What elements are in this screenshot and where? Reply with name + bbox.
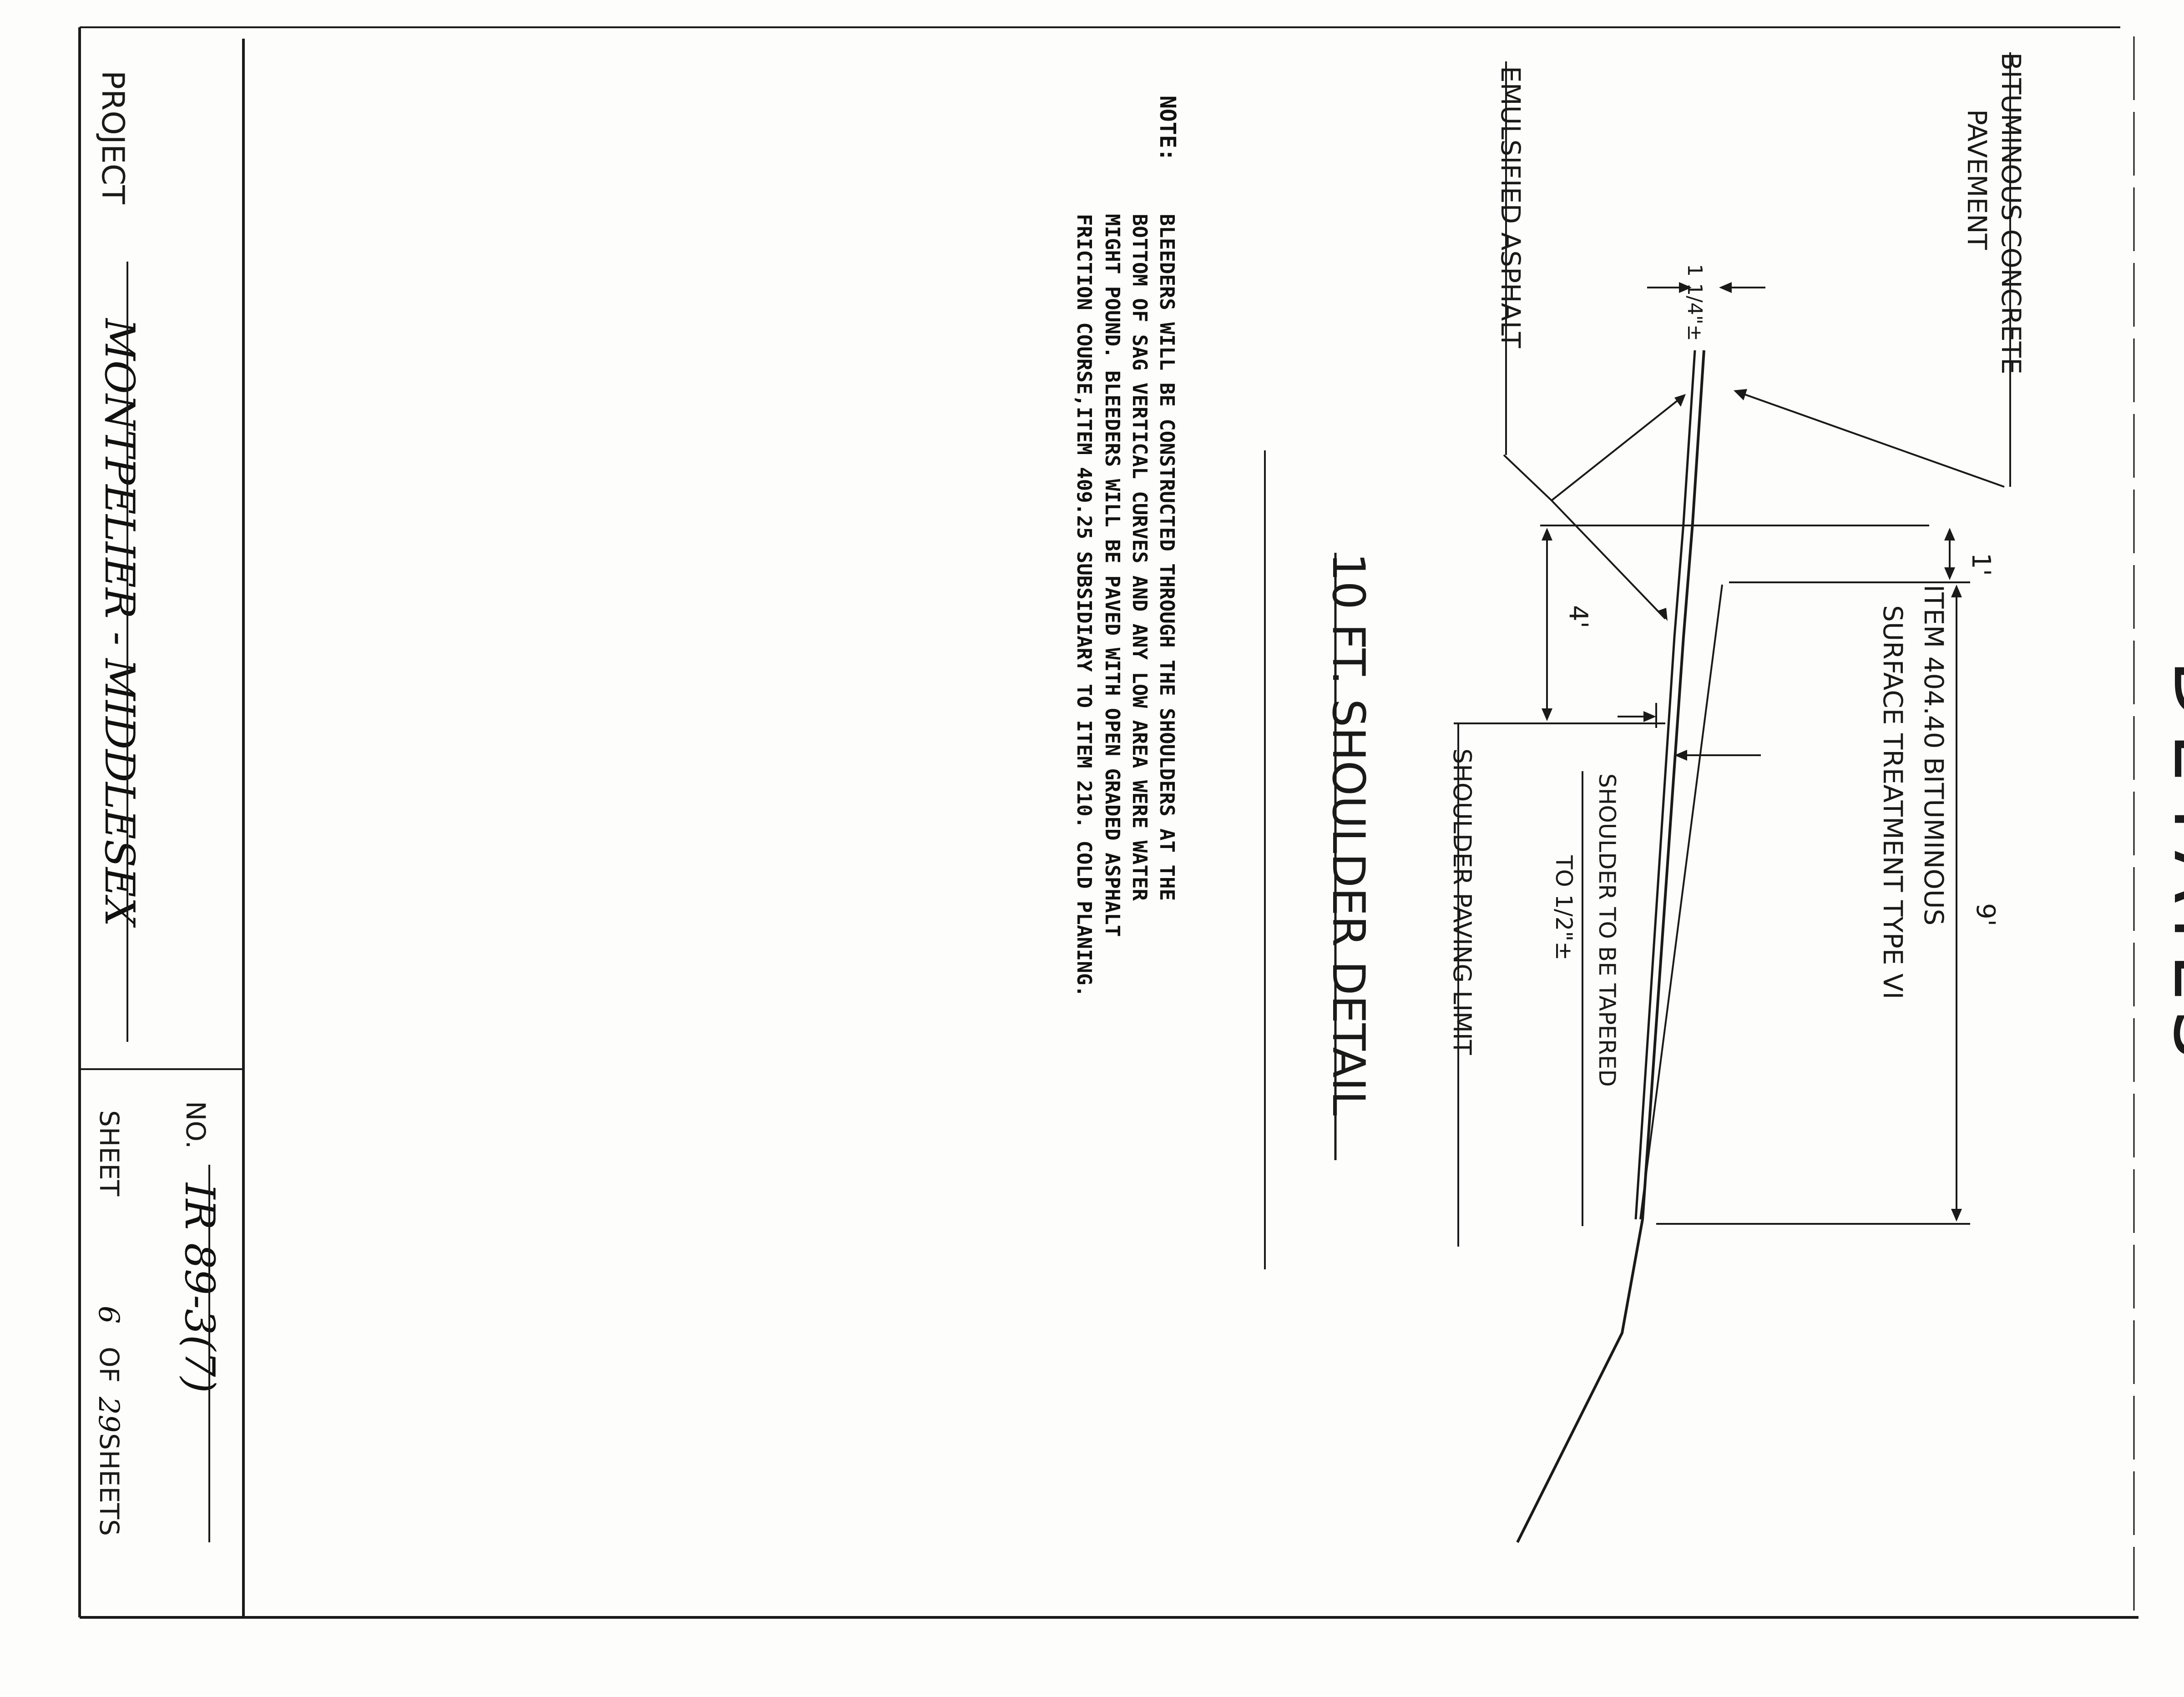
title-block: PROJECT MONTPELIER - MIDDLESEX NO. IR 89… bbox=[92, 71, 223, 1542]
of-label: OF bbox=[94, 1347, 125, 1383]
detail-title: 10 FT. SHOULDER DETAIL bbox=[1322, 553, 1374, 1116]
pavement-top-line bbox=[1516, 350, 1705, 1543]
dim-nine-ft: 9' bbox=[1971, 903, 2000, 926]
callout-labels: BITUMINOUS CONCRETE PAVEMENT EMULSIFIED … bbox=[1448, 52, 2027, 1247]
callout-bituminous-line2: PAVEMENT bbox=[1962, 109, 1992, 250]
dim-one-ft: 1' bbox=[1966, 553, 1996, 576]
callout-item-line1: ITEM 404.40 BITUMINOUS bbox=[1918, 585, 1949, 925]
pavement-bottom-line bbox=[1634, 350, 1696, 1220]
note-line-1: BLEEDERS WILL BE CONSTRUCTED THROUGH THE… bbox=[1155, 214, 1178, 901]
note-line-4: FRICTION COURSE,ITEM 409.25 SUBSIDIARY T… bbox=[1072, 214, 1096, 997]
project-label: PROJECT bbox=[95, 71, 131, 204]
callout-item-line2: SURFACE TREATMENT TYPE VI bbox=[1877, 605, 1908, 999]
sheet-title: DETAILS bbox=[2156, 660, 2184, 1073]
sheet-border bbox=[78, 26, 2138, 1619]
project-name: MONTPELIER - MIDDLESEX bbox=[96, 318, 143, 928]
sheet-number: 6 bbox=[92, 1306, 126, 1323]
note-line-3: MIGHT POUND. BLEEDERS WILL BE PAVED WITH… bbox=[1101, 214, 1124, 937]
project-number-label: NO. bbox=[180, 1101, 211, 1149]
project-number: IR 89-3(7) bbox=[176, 1182, 223, 1393]
callout-emulsified-asphalt: EMULSIFIED ASPHALT bbox=[1495, 66, 1526, 348]
callout-taper-line2: TO 1/2"± bbox=[1551, 855, 1577, 960]
surface-treatment-line bbox=[1639, 584, 1723, 1220]
shoulder-section-drawing: 1 1/4"± 1' 9' 4' bbox=[1454, 264, 2005, 1543]
sheet-label: SHEET bbox=[94, 1110, 125, 1197]
note-line-2: BOTTOM OF SAG VERTICAL CURVES AND ANY LO… bbox=[1128, 214, 1151, 901]
note-label: NOTE: bbox=[1155, 96, 1180, 162]
note-block: NOTE: BLEEDERS WILL BE CONSTRUCTED THROU… bbox=[1072, 96, 1180, 997]
dim-thickness: 1 1/4"± bbox=[1683, 264, 1706, 341]
dim-four-ft: 4' bbox=[1563, 605, 1593, 628]
callout-taper-line1: SHOULDER TO BE TAPERED bbox=[1594, 773, 1620, 1087]
sheets-label: SHEETS bbox=[94, 1433, 125, 1536]
total-sheets: 29 bbox=[92, 1396, 126, 1433]
detail-title-group: 10 FT. SHOULDER DETAIL bbox=[1264, 450, 1374, 1269]
callout-paving-limit: SHOULDER PAVING LIMIT bbox=[1448, 748, 1476, 1056]
